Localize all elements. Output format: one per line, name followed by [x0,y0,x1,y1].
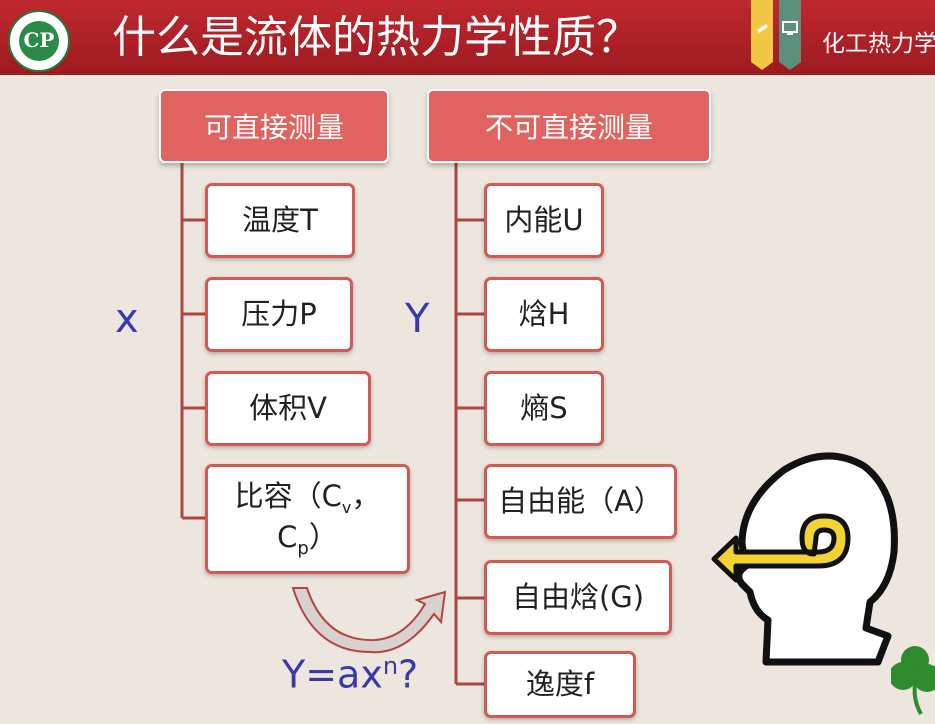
axis-label-x: x [115,296,139,342]
course-name: 化工热力学 [822,31,935,57]
node-free-energy: 自由能（A） [484,464,677,539]
axis-label-y: Y [405,296,430,342]
node-internal-energy: 内能U [484,183,604,258]
university-logo: CP [8,10,70,72]
node-volume: 体积V [205,371,371,446]
curved-arrow-icon [291,587,447,654]
node-enthalpy: 焓H [484,277,604,352]
heading-not-measurable: 不可直接测量 [427,89,711,163]
node-free-enthalpy: 自由焓(G) [484,560,672,635]
node-specific-heat: 比容（Cv， Cp） [205,464,410,574]
thinking-head-icon [711,452,898,666]
clover-icon [891,646,935,715]
node-pressure: 压力P [205,277,353,352]
monitor-icon [779,0,801,70]
heading-measurable: 可直接测量 [159,89,389,163]
pen-icon [751,0,773,70]
logo-text: CP [23,28,55,52]
formula: Y=axn? [282,652,419,697]
node-temperature: 温度T [205,183,355,258]
page-title: 什么是流体的热力学性质？ [112,12,640,63]
node-fugacity: 逸度f [484,651,636,718]
node-entropy: 熵S [484,371,604,446]
header-bar: CP 什么是流体的热力学性质？ 化工热力学 [0,0,935,75]
